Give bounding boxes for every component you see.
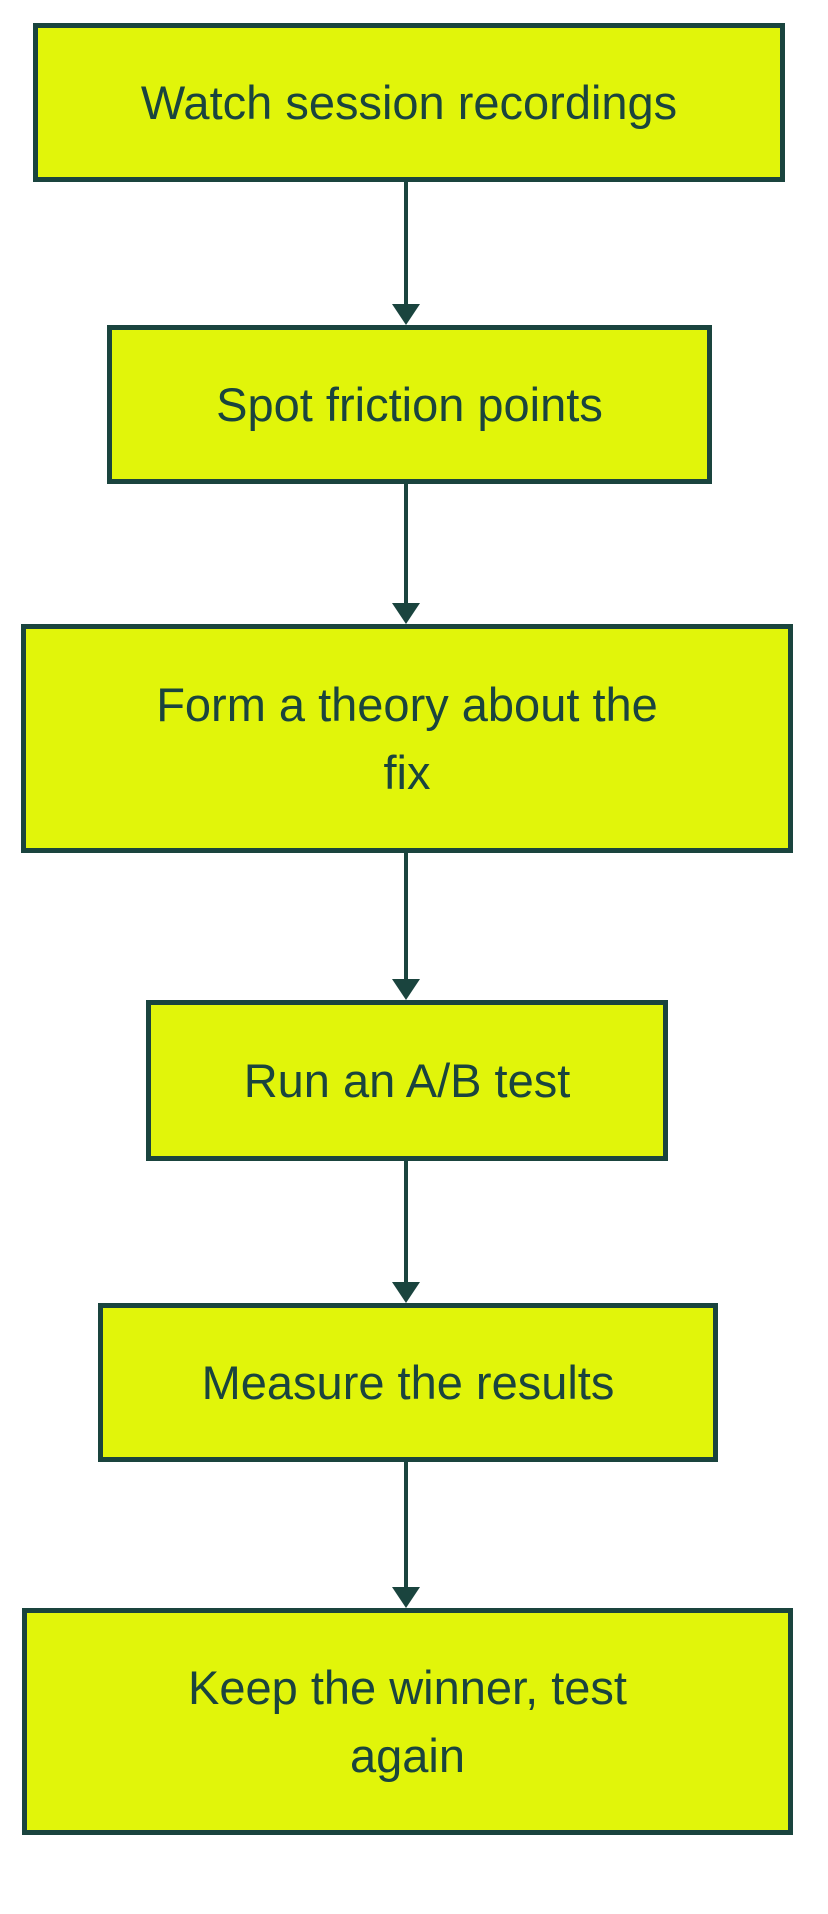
node-label-line: Spot friction points: [216, 377, 603, 431]
node-label-line: Keep the winner, test: [188, 1660, 627, 1714]
arrowhead-down-icon: [392, 1282, 420, 1303]
node-label-line: Measure the results: [201, 1355, 615, 1409]
node-label-line: Watch session recordings: [140, 75, 678, 129]
arrowhead-down-icon: [392, 603, 420, 624]
flow-node-spot-friction-points: Spot friction points: [107, 325, 712, 484]
node-label-line: again: [350, 1728, 465, 1782]
arrow-stem: [404, 853, 408, 979]
flow-node-measure-results: Measure the results: [98, 1303, 718, 1462]
arrow-stem: [404, 484, 408, 603]
arrowhead-down-icon: [392, 304, 420, 325]
arrowhead-down-icon: [392, 1587, 420, 1608]
node-label-line: fix: [383, 745, 431, 799]
arrow-stem: [404, 1462, 408, 1587]
flow-node-form-a-theory: Form a theory about the fix: [21, 624, 793, 853]
arrow-stem: [404, 182, 408, 304]
node-label-line: Form a theory about the: [156, 677, 658, 731]
flow-node-run-ab-test: Run an A/B test: [146, 1000, 668, 1161]
arrowhead-down-icon: [392, 979, 420, 1000]
flow-node-keep-winner-test-again: Keep the winner, test again: [22, 1608, 793, 1835]
arrow-stem: [404, 1161, 408, 1282]
flow-node-watch-session-recordings: Watch session recordings: [33, 23, 785, 182]
node-label-line: Run an A/B test: [243, 1053, 571, 1107]
